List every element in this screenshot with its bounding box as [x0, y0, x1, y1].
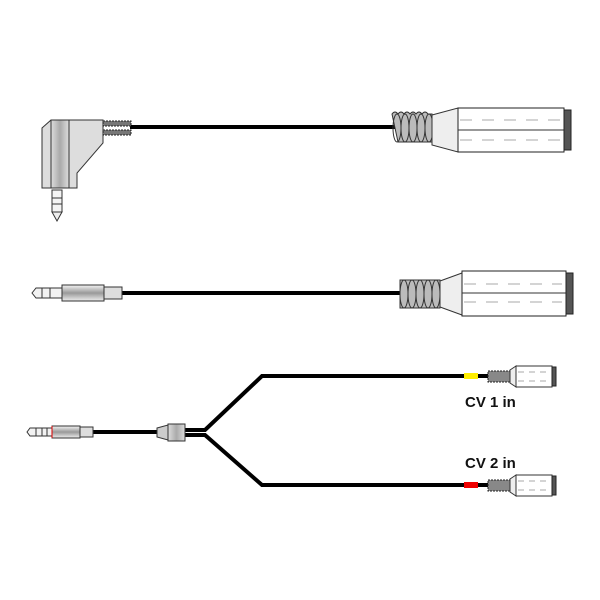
cable-3-y-splitter — [26, 365, 557, 497]
jack-socket-6-35mm — [399, 270, 574, 317]
cable-2-straight-to-socket — [31, 270, 574, 317]
color-marker-cv1 — [464, 373, 478, 379]
jack-socket-cv2 — [487, 474, 557, 497]
strain-relief — [102, 120, 132, 136]
splitter-body — [156, 423, 186, 442]
cable-1-right-angle-to-socket — [41, 107, 572, 223]
straight-plug — [31, 284, 123, 302]
label-cv1-in: CV 1 in — [465, 394, 516, 411]
jack-socket-cv1 — [487, 365, 557, 388]
branch-cv1 — [185, 374, 488, 432]
jack-socket-6-35mm — [391, 107, 572, 153]
right-angle-plug — [41, 119, 132, 223]
label-cv2-in: CV 2 in — [465, 455, 516, 472]
color-marker-cv2 — [464, 482, 478, 488]
plug-3-5mm — [26, 425, 94, 439]
branch-cv2 — [185, 433, 488, 487]
